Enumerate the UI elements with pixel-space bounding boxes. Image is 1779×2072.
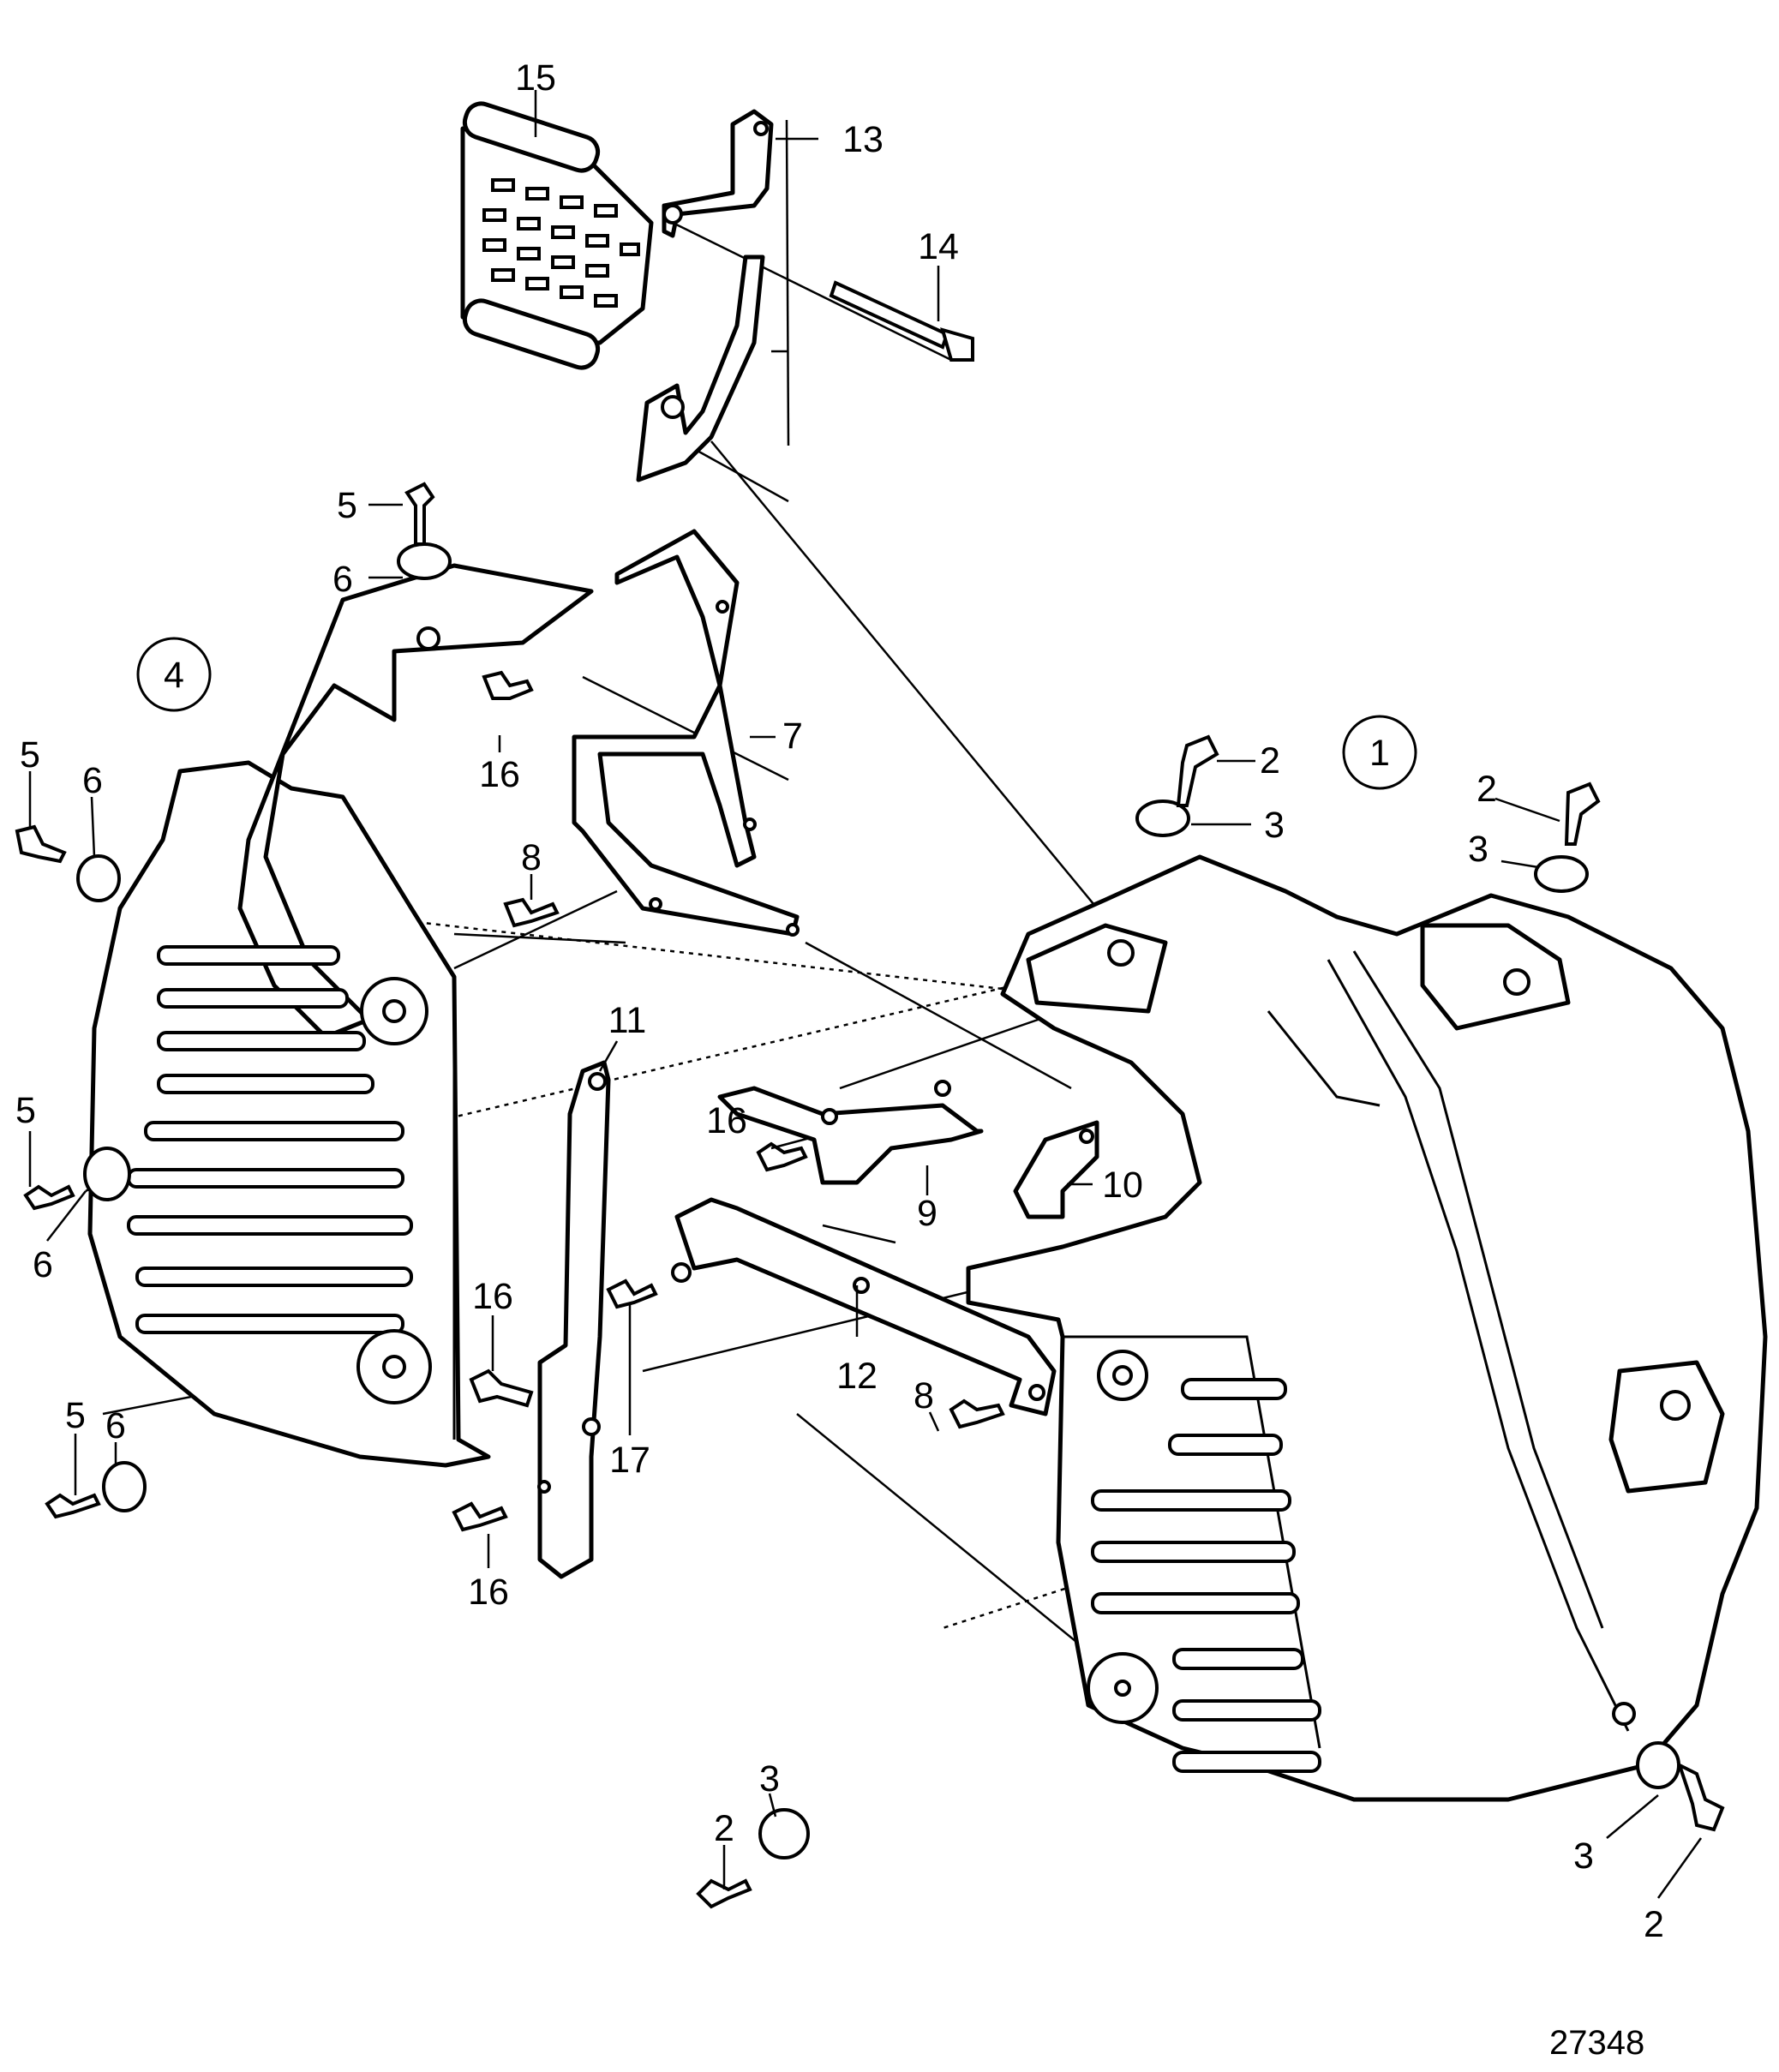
callout-2: 2 xyxy=(1477,769,1497,810)
bolt-icon xyxy=(503,897,560,928)
callout-7: 7 xyxy=(782,716,803,757)
bolt-icon xyxy=(756,1141,808,1172)
callout-6: 6 xyxy=(105,1405,126,1446)
bracket-11 xyxy=(537,1060,611,1579)
washer-icon xyxy=(1534,855,1589,893)
bolt-icon xyxy=(696,1878,752,1909)
bar-12 xyxy=(671,1197,1057,1416)
washer-icon xyxy=(758,1808,810,1859)
callout-16: 16 xyxy=(479,754,520,795)
callout-6: 6 xyxy=(33,1244,53,1285)
callout-2: 2 xyxy=(1644,1904,1664,1945)
washer-icon xyxy=(102,1461,147,1512)
bolt-icon xyxy=(1564,781,1601,846)
heat-shield-left xyxy=(87,563,594,1468)
bolt-icon xyxy=(949,1398,1005,1429)
callout-3: 3 xyxy=(1573,1835,1594,1877)
callout-3: 3 xyxy=(1468,829,1488,870)
bolt-icon xyxy=(1676,1762,1725,1832)
washer-icon xyxy=(83,1147,131,1201)
callout-8: 8 xyxy=(913,1375,934,1416)
bolt-icon xyxy=(452,1501,508,1532)
callout-labels: 1 4 2 2 2 2 3 3 3 3 5 5 5 5 6 6 6 6 7 8 … xyxy=(15,57,1664,1945)
callout-17: 17 xyxy=(609,1440,650,1481)
callout-circle-1 xyxy=(1342,715,1417,790)
callout-5: 5 xyxy=(337,485,357,526)
callout-6: 6 xyxy=(82,760,103,801)
callout-13: 13 xyxy=(842,119,884,160)
callout-2: 2 xyxy=(714,1808,734,1849)
washer-icon xyxy=(1636,1741,1680,1789)
callout-leaders xyxy=(28,90,1703,1899)
washer-icon xyxy=(76,854,121,902)
callout-4: 4 xyxy=(164,655,184,696)
callout-16: 16 xyxy=(468,1572,509,1613)
callout-circle-4 xyxy=(136,637,212,712)
callout-16: 16 xyxy=(472,1276,513,1317)
callout-10: 10 xyxy=(1102,1165,1143,1206)
callout-16: 16 xyxy=(706,1100,747,1141)
callout-11: 11 xyxy=(608,1000,647,1041)
washer-icon xyxy=(397,542,452,580)
callout-14: 14 xyxy=(918,226,959,267)
heat-shield-right xyxy=(966,854,1768,1802)
callout-1: 1 xyxy=(1369,733,1390,774)
bracket-9 xyxy=(717,1080,984,1185)
callout-15: 15 xyxy=(515,57,556,99)
bolt-icon xyxy=(1176,734,1219,807)
callout-8: 8 xyxy=(521,837,542,878)
callout-5: 5 xyxy=(65,1395,86,1436)
callout-9: 9 xyxy=(917,1193,937,1234)
washer-icon xyxy=(1135,799,1190,837)
callout-5: 5 xyxy=(20,734,40,776)
bracket-13 xyxy=(636,109,774,482)
grill-holes xyxy=(482,178,640,308)
bolt-icon xyxy=(15,824,67,864)
bolt-icon xyxy=(404,482,435,546)
bolt-icon xyxy=(23,1184,75,1211)
callout-2: 2 xyxy=(1260,740,1280,781)
grill-plate xyxy=(460,101,654,370)
bracket-7 xyxy=(572,529,800,937)
figure-number: 27348 xyxy=(1549,2024,1644,2062)
bolt-icon xyxy=(606,1279,658,1309)
callout-5: 5 xyxy=(15,1090,36,1131)
fastener-hardware xyxy=(15,482,1725,1909)
callout-12: 12 xyxy=(836,1356,878,1397)
callout-3: 3 xyxy=(759,1758,780,1800)
bolt-icon xyxy=(482,670,534,700)
callout-3: 3 xyxy=(1264,805,1285,846)
long-bolt-14 xyxy=(829,280,974,362)
callout-6: 6 xyxy=(332,559,353,600)
bolt-icon xyxy=(45,1493,101,1519)
clip-10 xyxy=(1013,1120,1099,1219)
bolt-icon xyxy=(469,1368,534,1408)
